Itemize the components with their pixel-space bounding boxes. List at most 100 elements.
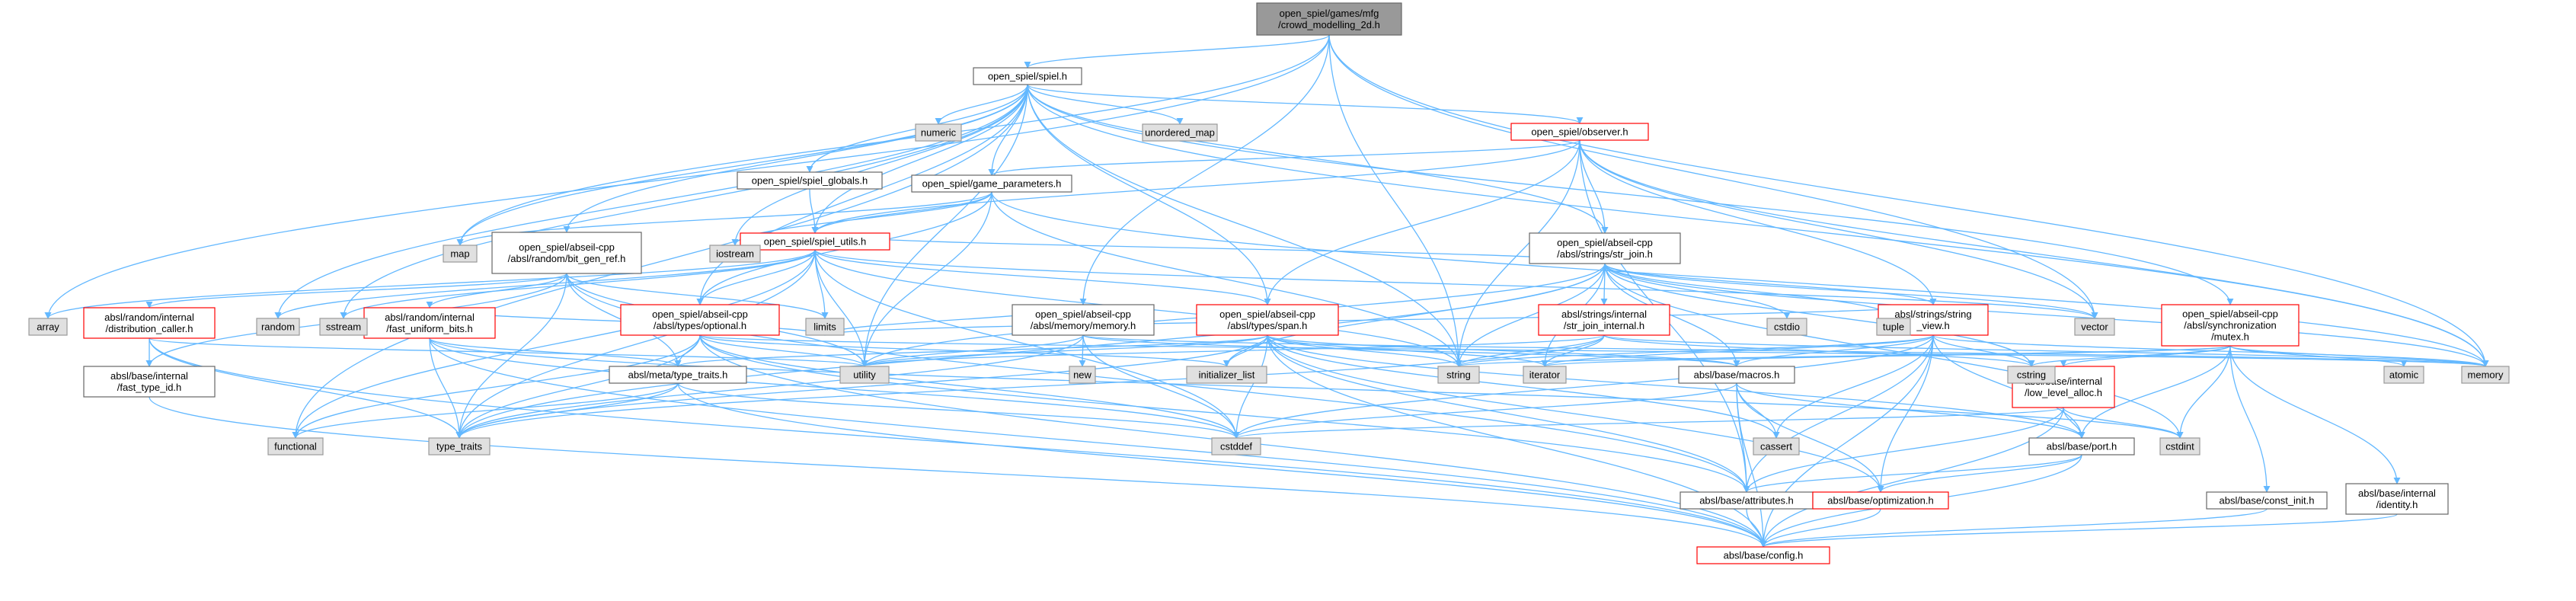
node-s-functional[interactable]: functional	[267, 437, 324, 456]
node-s-cassert[interactable]: cassert	[1753, 437, 1800, 456]
edge-string_view-to-s_limits	[822, 304, 1934, 336]
node-label: open_spiel/abseil-cpp	[1557, 237, 1653, 248]
node-box	[1538, 304, 1670, 336]
node-label: absl/base/internal	[110, 370, 188, 382]
node-box	[1012, 304, 1155, 336]
edge-memory_h-to-s_new	[1079, 334, 1086, 367]
edge-str_join_internal-to-s_cstring	[1603, 334, 2035, 367]
node-port[interactable]: absl/base/port.h	[2028, 437, 2135, 456]
node-box	[1523, 366, 1567, 384]
edge-span-to-s_string	[1267, 334, 1462, 367]
node-s-type-traits[interactable]: type_traits	[428, 437, 491, 456]
edge-root-to-s_vector	[1328, 34, 2098, 319]
edge-fast_uniform_bits-to-s_cstddef	[429, 337, 1240, 439]
edge-observer-to-span	[1264, 139, 1580, 305]
edge-spiel-to-s_utility	[861, 84, 1028, 367]
node-type-traits-h[interactable]: absl/meta/type_traits.h	[609, 366, 747, 384]
node-mutex[interactable]: open_spiel/abseil-cpp/absl/synchronizati…	[2161, 304, 2300, 347]
node-box	[2383, 366, 2424, 384]
node-label: open_spiel/abseil-cpp	[2182, 308, 2278, 320]
edge-observer-to-game_parameters	[988, 139, 1580, 176]
node-s-string[interactable]: string	[1437, 366, 1480, 384]
edge-type_traits_h-to-s_cstddef	[677, 382, 1240, 439]
node-label: /mutex.h	[2211, 331, 2249, 343]
node-s-cstdint[interactable]: cstdint	[2159, 437, 2200, 456]
node-box	[1256, 2, 1402, 36]
node-box	[1696, 546, 1830, 564]
node-config[interactable]: absl/base/config.h	[1696, 546, 1830, 564]
node-observer[interactable]: open_spiel/observer.h	[1510, 123, 1649, 141]
edge-game_parameters-to-s_memory	[991, 191, 2489, 367]
node-s-initializer-list[interactable]: initializer_list	[1186, 366, 1267, 384]
node-str-join-internal[interactable]: absl/strings/internal/str_join_internal.…	[1538, 304, 1670, 336]
edge-spiel-to-s_functional	[292, 84, 1028, 439]
edge-bit_gen_ref-to-s_limits	[566, 273, 829, 319]
node-s-memory[interactable]: memory	[2461, 366, 2510, 384]
node-s-random[interactable]: random	[256, 318, 300, 336]
node-s-limits[interactable]: limits	[805, 318, 845, 336]
node-span[interactable]: open_spiel/abseil-cpp/absl/types/span.h	[1196, 304, 1339, 336]
node-label: /distribution_caller.h	[106, 323, 193, 334]
node-s-map[interactable]: map	[443, 245, 478, 263]
node-s-atomic[interactable]: atomic	[2383, 366, 2424, 384]
node-label: iterator	[1529, 369, 1561, 381]
node-s-cstddef[interactable]: cstddef	[1211, 437, 1261, 456]
node-label: open_spiel/spiel.h	[988, 71, 1067, 82]
node-macros[interactable]: absl/base/macros.h	[1678, 366, 1795, 384]
node-box	[2206, 491, 2328, 510]
edge-string_view-to-config	[1759, 334, 1934, 548]
node-game-parameters[interactable]: open_spiel/game_parameters.h	[911, 174, 1072, 193]
node-box	[28, 318, 68, 336]
node-s-cstdio[interactable]: cstdio	[1766, 318, 1807, 336]
node-s-new[interactable]: new	[1069, 366, 1096, 384]
node-fast-uniform-bits[interactable]: absl/random/internal/fast_uniform_bits.h	[363, 307, 496, 339]
node-s-iostream[interactable]: iostream	[709, 245, 761, 263]
node-spiel[interactable]: open_spiel/spiel.h	[973, 67, 1082, 85]
node-str-join[interactable]: open_spiel/abseil-cpp/absl/strings/str_j…	[1529, 232, 1681, 264]
node-spiel-globals[interactable]: open_spiel/spiel_globals.h	[737, 171, 883, 190]
edge-span-to-s_type_traits	[455, 334, 1268, 439]
edge-spiel-to-s_map	[456, 84, 1028, 246]
node-s-array[interactable]: array	[28, 318, 68, 336]
node-box	[1211, 437, 1261, 456]
node-s-vector[interactable]: vector	[2074, 318, 2115, 336]
edge-game_parameters-to-s_utility	[861, 191, 992, 367]
edge-macros-to-optimization	[1736, 382, 1884, 493]
edge-span-to-s_iterator	[1267, 334, 1548, 367]
edge-spiel_utils-to-span	[814, 249, 1271, 305]
node-distribution-caller[interactable]: absl/random/internal/distribution_caller…	[83, 307, 216, 339]
edge-fast_type_id-to-config	[149, 396, 1767, 548]
node-box	[911, 174, 1072, 193]
node-spiel-utils[interactable]: open_spiel/spiel_utils.h	[740, 232, 890, 251]
edge-optional-to-s_utility	[699, 334, 868, 367]
node-box	[491, 232, 642, 274]
node-optional[interactable]: open_spiel/abseil-cpp/absl/types/optiona…	[620, 304, 780, 336]
node-box	[805, 318, 845, 336]
node-bit-gen-ref[interactable]: open_spiel/abseil-cpp/absl/random/bit_ge…	[491, 232, 642, 274]
node-s-unordered-map[interactable]: unordered_map	[1142, 123, 1218, 142]
node-s-cstring[interactable]: cstring	[2007, 366, 2056, 384]
edge-game_parameters-to-s_map	[456, 191, 992, 246]
node-memory-h[interactable]: open_spiel/abseil-cpp/absl/memory/memory…	[1012, 304, 1155, 336]
edge-observer-to-s_string	[1455, 139, 1580, 367]
node-label: string	[1446, 369, 1471, 381]
edge-spiel-to-s_numeric	[935, 84, 1028, 125]
edge-low_level_alloc-to-s_cstdint	[2063, 407, 2184, 439]
node-optimization[interactable]: absl/base/optimization.h	[1812, 491, 1949, 510]
node-box	[256, 318, 300, 336]
node-s-sstream[interactable]: sstream	[319, 318, 368, 336]
node-const-init[interactable]: absl/base/const_init.h	[2206, 491, 2328, 510]
node-root[interactable]: open_spiel/games/mfg/crowd_modelling_2d.…	[1256, 2, 1402, 36]
node-label: cstdint	[2165, 441, 2194, 452]
node-label: array	[37, 321, 59, 333]
node-box	[1196, 304, 1339, 336]
node-attributes[interactable]: absl/base/attributes.h	[1680, 491, 1814, 510]
node-s-tuple[interactable]: tuple	[1876, 318, 1911, 336]
node-s-iterator[interactable]: iterator	[1523, 366, 1567, 384]
node-fast-type-id[interactable]: absl/base/internal/fast_type_id.h	[83, 366, 216, 398]
node-s-numeric[interactable]: numeric	[915, 123, 962, 142]
node-identity[interactable]: absl/base/internal/identity.h	[2345, 483, 2449, 515]
edge-str_join_internal-to-s_utility	[861, 334, 1605, 367]
node-s-utility[interactable]: utility	[839, 366, 890, 384]
